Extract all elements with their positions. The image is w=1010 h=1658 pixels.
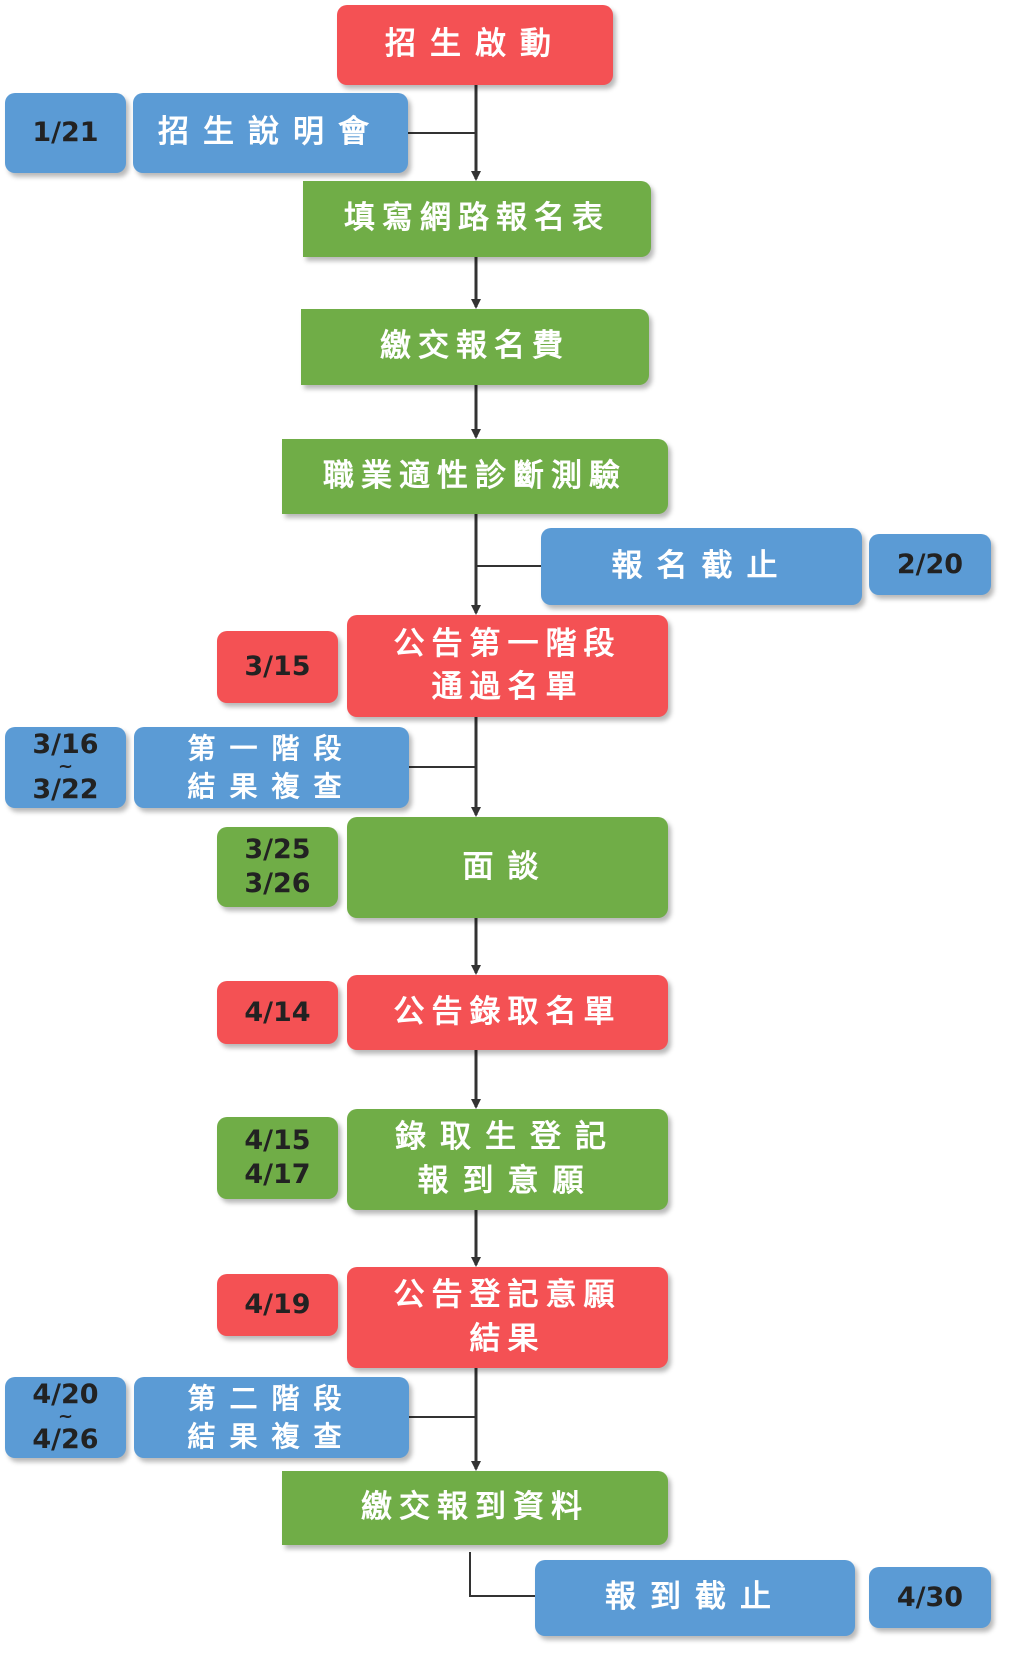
date-enroll-deadline: 4/30 bbox=[869, 1567, 991, 1628]
step-pay-fee: 繳交報名費 bbox=[301, 309, 649, 385]
step-label: 繳交報名費 bbox=[380, 328, 570, 365]
date-label: 3/16 bbox=[32, 729, 99, 761]
step-label: 第二階段 bbox=[187, 1381, 356, 1415]
date-label: 4/17 bbox=[244, 1159, 311, 1190]
date-label: 4/14 bbox=[244, 996, 311, 1028]
step-start: 招生啟動 bbox=[337, 5, 613, 85]
date-label: 3/26 bbox=[244, 868, 311, 899]
step-label: 繳交報到資料 bbox=[361, 1489, 589, 1526]
step-label: 公告登記意願 bbox=[393, 1277, 622, 1314]
step-intent-result: 公告登記意願 結果 bbox=[347, 1267, 668, 1368]
connector-enroll-deadline bbox=[469, 1552, 535, 1597]
date-label: 2/20 bbox=[896, 548, 964, 580]
date-separator: ~ bbox=[57, 1406, 74, 1428]
date-stage1-review: 3/16 ~ 3/22 bbox=[5, 727, 126, 808]
step-label: 公告錄取名單 bbox=[393, 993, 622, 1030]
step-label: 公告第一階段 bbox=[393, 625, 622, 662]
date-label: 4/30 bbox=[896, 1581, 964, 1613]
step-stage2-review: 第二階段 結果複查 bbox=[134, 1377, 409, 1458]
date-reg-deadline: 2/20 bbox=[869, 534, 991, 595]
date-info-session: 1/21 bbox=[5, 93, 126, 173]
date-interview: 3/25 3/26 bbox=[217, 827, 338, 907]
date-stage2-review: 4/20 ~ 4/26 bbox=[5, 1377, 126, 1458]
date-admission-announce: 4/14 bbox=[217, 981, 338, 1044]
date-label: 1/21 bbox=[32, 117, 99, 149]
step-label: 錄取生登記 bbox=[395, 1119, 620, 1156]
step-label: 結果複查 bbox=[187, 769, 356, 803]
date-stage1-announce: 3/15 bbox=[217, 631, 338, 703]
date-label: 4/19 bbox=[244, 1289, 311, 1321]
step-label: 報名截止 bbox=[611, 547, 792, 584]
step-reg-deadline: 報名截止 bbox=[541, 528, 862, 605]
step-label: 填寫網路報名表 bbox=[344, 200, 610, 237]
step-label: 結果 bbox=[469, 1320, 546, 1357]
step-intent: 錄取生登記 報到意願 bbox=[347, 1109, 668, 1210]
step-label: 職業適性診斷測驗 bbox=[323, 457, 627, 494]
date-label: 4/15 bbox=[244, 1125, 311, 1157]
step-enroll-deadline: 報到截止 bbox=[535, 1560, 855, 1636]
date-intent-result: 4/19 bbox=[217, 1274, 338, 1336]
step-stage1-review: 第一階段 結果複查 bbox=[134, 727, 409, 808]
step-aptitude-test: 職業適性診斷測驗 bbox=[282, 439, 668, 514]
step-label: 招生啟動 bbox=[385, 26, 565, 63]
date-label: 4/26 bbox=[32, 1423, 99, 1455]
step-submit-docs: 繳交報到資料 bbox=[282, 1471, 668, 1545]
step-label: 結果複查 bbox=[187, 1419, 356, 1453]
date-label: 3/22 bbox=[32, 773, 99, 805]
step-label: 招生說明會 bbox=[158, 114, 383, 151]
date-label: 4/20 bbox=[32, 1379, 99, 1411]
step-admission-announce: 公告錄取名單 bbox=[347, 975, 668, 1050]
step-online-form: 填寫網路報名表 bbox=[303, 181, 651, 257]
date-label: 3/15 bbox=[244, 651, 311, 683]
step-label: 第一階段 bbox=[187, 731, 356, 765]
date-label: 3/25 bbox=[244, 834, 311, 866]
step-label: 報到意願 bbox=[417, 1162, 598, 1199]
step-label: 面談 bbox=[462, 848, 553, 885]
date-separator: ~ bbox=[57, 756, 74, 778]
step-stage1-announce: 公告第一階段 通過名單 bbox=[347, 615, 668, 717]
date-intent: 4/15 4/17 bbox=[217, 1117, 338, 1199]
step-label: 報到截止 bbox=[605, 1579, 785, 1616]
step-label: 通過名單 bbox=[431, 669, 584, 705]
step-interview: 面談 bbox=[347, 817, 668, 918]
step-info-session: 招生說明會 bbox=[133, 93, 408, 173]
